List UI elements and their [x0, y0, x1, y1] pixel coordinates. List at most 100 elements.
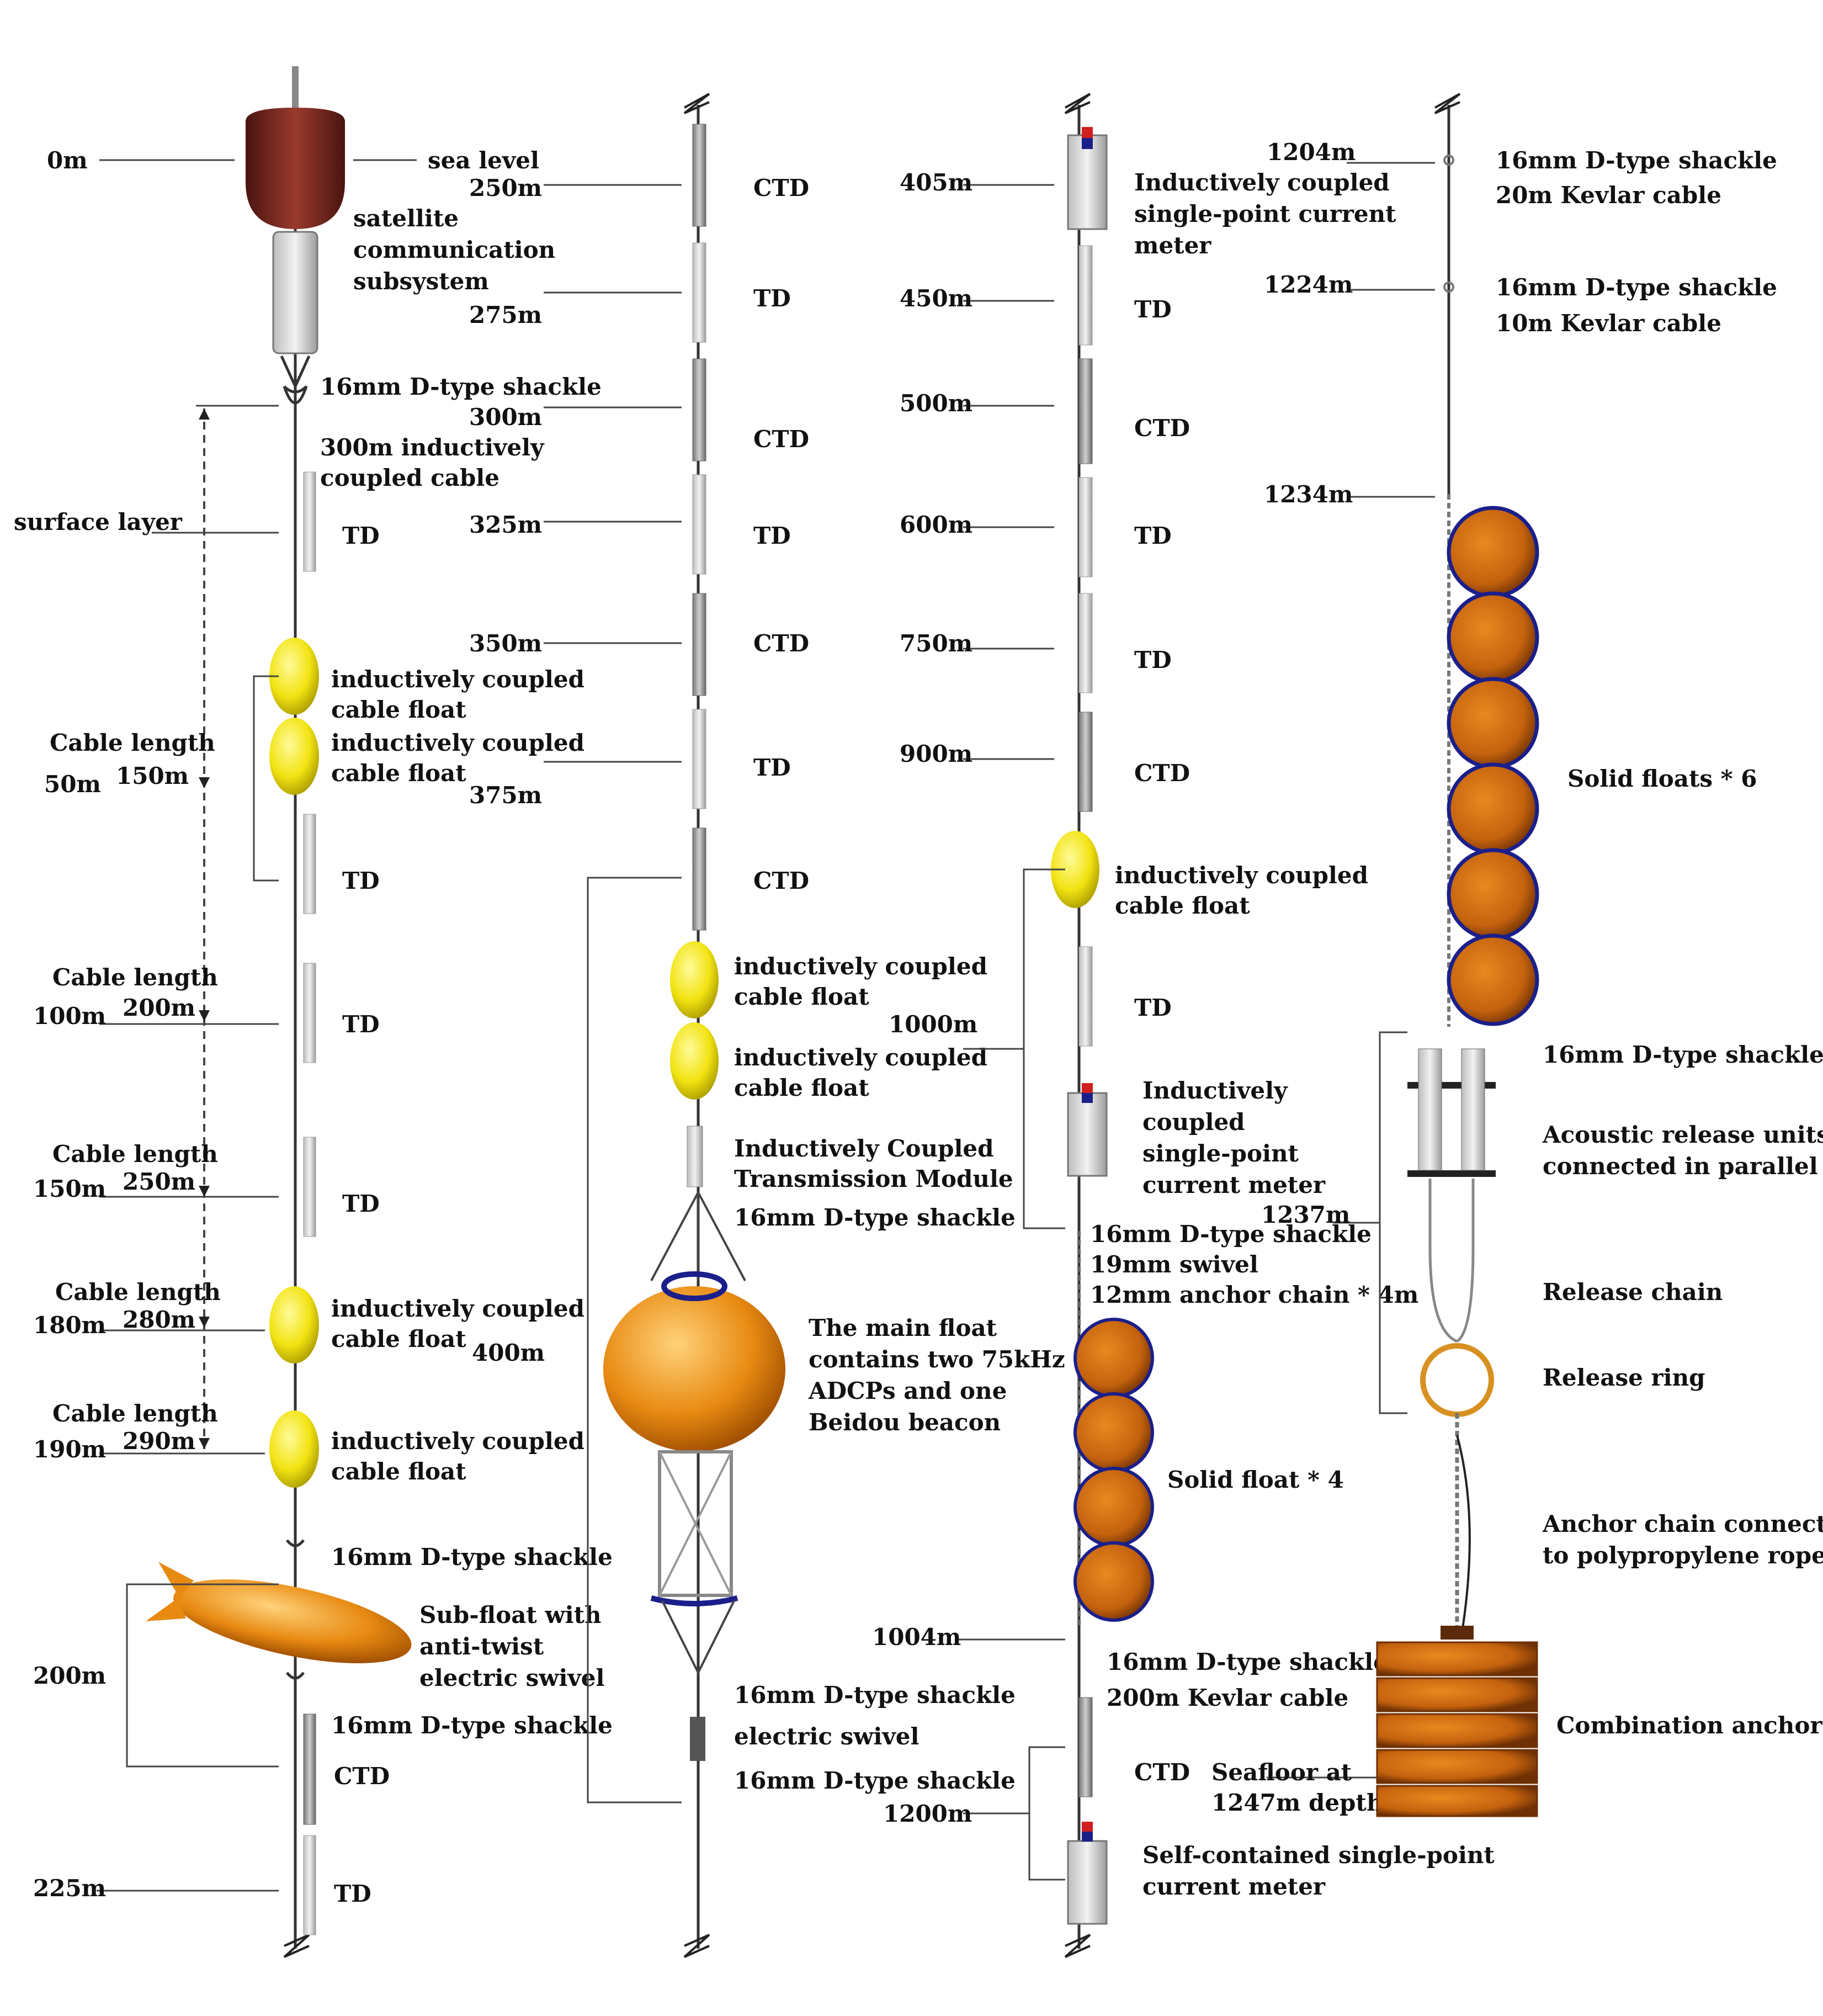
- ctd-label: CTD: [753, 867, 809, 894]
- main-float-label: contains two 75kHz: [809, 1346, 1065, 1373]
- solid-float-icon: [1073, 1318, 1154, 1398]
- seafloor-label: Seafloor at: [1211, 1759, 1352, 1786]
- ctd-sensor: [1078, 358, 1093, 464]
- acoustic-release-icon: [1461, 1048, 1485, 1171]
- td-sensor: [303, 814, 316, 914]
- depth-label: 900m: [900, 740, 972, 767]
- depth-label: 1000m: [889, 1011, 977, 1038]
- ctd-label: CTD: [753, 174, 809, 201]
- swivel-label: 19mm swivel: [1090, 1251, 1258, 1278]
- float-label: cable float: [331, 760, 466, 787]
- meter-label: Inductively coupled: [1134, 169, 1390, 196]
- anchor-handle: [1441, 1626, 1474, 1640]
- td-label: TD: [342, 1011, 380, 1038]
- icm-label: Inductively Coupled: [734, 1135, 994, 1162]
- kevlar-label: 200m Kevlar cable: [1107, 1684, 1348, 1711]
- td-label: TD: [1134, 522, 1172, 549]
- break-mark-2: [683, 1934, 710, 1958]
- shackle-icon: [1443, 282, 1454, 293]
- current-meter-icon: [1067, 134, 1108, 230]
- column-4: 1204m 16mm D-type shackle 20m Kevlar cab…: [1261, 93, 1823, 1817]
- sub-float-icon: [146, 1562, 412, 1664]
- arrow-icon: [199, 1186, 210, 1197]
- shackle-label: 16mm D-type shackle: [734, 1767, 1016, 1794]
- column-3: 405m Inductively coupled single-point cu…: [872, 93, 1495, 1958]
- depth-label: 250m: [469, 174, 542, 201]
- frame-ring: [650, 1595, 738, 1606]
- anchor-block-icon: [1376, 1713, 1538, 1748]
- cable-value: 150m: [116, 762, 189, 789]
- cable-value: 290m: [123, 1428, 195, 1455]
- break-mark-4: [1434, 93, 1461, 114]
- bracket: [1379, 1031, 1407, 1414]
- cable-float-icon: [670, 941, 719, 1018]
- subfloat-label: electric swivel: [419, 1664, 605, 1691]
- shackle-icon: [1443, 155, 1454, 166]
- meter-label: coupled: [1142, 1108, 1245, 1136]
- meter-cap: [1082, 138, 1093, 149]
- bridle: [650, 1192, 746, 1281]
- ctd-label: CTD: [334, 1763, 390, 1790]
- depth-label: 225m: [33, 1875, 106, 1902]
- anchor-block-icon: [1376, 1785, 1538, 1817]
- float-label: inductively coupled: [734, 1044, 987, 1071]
- subfloat-label: anti-twist: [419, 1633, 544, 1660]
- acoustic-label: Acoustic release units: [1542, 1121, 1823, 1148]
- depth-label: 1004m: [872, 1624, 961, 1651]
- arrow-icon: [199, 1010, 210, 1021]
- column-1: 0m sea level satellite communication sub…: [14, 66, 613, 1958]
- icm-label: Transmission Module: [734, 1165, 1013, 1192]
- depth-label: 0m: [47, 147, 88, 174]
- td-label: TD: [753, 754, 791, 781]
- solid-float-icon: [1073, 1467, 1154, 1547]
- ctd-label: CTD: [753, 426, 809, 453]
- float-label: cable float: [331, 1325, 466, 1352]
- meter-cap: [1082, 1822, 1093, 1832]
- break-mark-2: [683, 93, 710, 114]
- break-mark-3: [1064, 1934, 1091, 1958]
- depth-label: 150m: [33, 1175, 106, 1202]
- electric-swivel-icon: [690, 1717, 705, 1761]
- depth-label: 405m: [900, 169, 972, 196]
- td-label: TD: [1134, 646, 1172, 673]
- meter-label: single-point: [1142, 1140, 1299, 1167]
- cable-float-icon: [1051, 831, 1099, 908]
- solid-float-label: Solid float * 4: [1167, 1466, 1344, 1493]
- cable-float-icon: [269, 718, 319, 795]
- float-label: cable float: [331, 696, 466, 723]
- bridle: [661, 1600, 735, 1675]
- meter-cap: [1082, 1083, 1093, 1093]
- float-label: inductively coupled: [331, 1295, 584, 1322]
- depth-label: 50m: [44, 771, 101, 798]
- cable-value: 200m: [123, 994, 195, 1021]
- td-sensor: [303, 471, 316, 572]
- meter-label: Inductively: [1142, 1077, 1288, 1104]
- transmission-module: [687, 1126, 703, 1187]
- bracket: [587, 877, 682, 1803]
- main-float-icon: [603, 1286, 785, 1452]
- td-sensor: [303, 963, 316, 1063]
- anchor-chain-label: to polypropylene rope: [1543, 1542, 1823, 1569]
- cable-length-label: Cable length: [55, 1278, 221, 1306]
- float-label: cable float: [734, 983, 869, 1010]
- meter-label: current meter: [1142, 1873, 1326, 1900]
- arrow-icon: [199, 1438, 210, 1449]
- depth-label: 350m: [469, 630, 542, 657]
- depth-label: 275m: [469, 301, 542, 328]
- cable-float-icon: [269, 1410, 319, 1488]
- solid-floats-label: Solid floats * 6: [1567, 765, 1757, 792]
- td-sensor: [692, 709, 706, 809]
- shackle-label: 16mm D-type shackle: [734, 1681, 1016, 1709]
- float-label: cable float: [1115, 892, 1250, 919]
- satellite-label: subsystem: [353, 268, 489, 295]
- td-sensor: [1078, 593, 1093, 693]
- depth-label: 375m: [469, 782, 542, 809]
- adcp-frame: [658, 1450, 733, 1597]
- satellite-label: communication: [353, 236, 555, 263]
- td-label: TD: [753, 285, 791, 312]
- td-label: TD: [342, 867, 380, 894]
- meter-label: Self-contained single-point: [1142, 1842, 1495, 1869]
- subfloat-label: Sub-float with: [419, 1601, 602, 1628]
- shackle-label: 16mm D-type shackle: [1090, 1221, 1372, 1248]
